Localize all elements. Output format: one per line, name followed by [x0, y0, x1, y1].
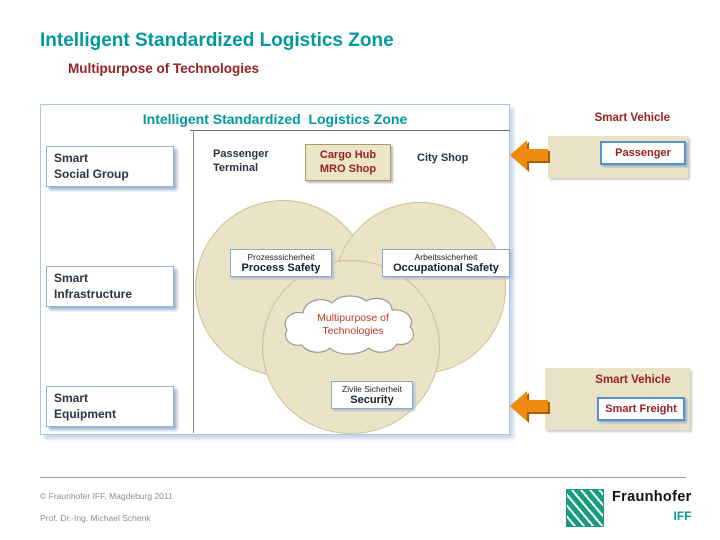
- flow-arrow-top: [510, 140, 548, 170]
- smart-infrastructure-box: Smart Infrastructure: [46, 266, 174, 308]
- logo-unit: IFF: [673, 509, 692, 523]
- fraunhofer-logo-text: Fraunhofer IFF: [612, 489, 692, 523]
- diagram-title: Intelligent Standardized Logistics Zone: [142, 111, 408, 127]
- page-subtitle: Multipurpose of Technologies: [68, 61, 259, 76]
- cloud-shape: [284, 295, 415, 355]
- footer-divider: [40, 477, 686, 478]
- safety-label-security: Zivile Sicherheit Security: [331, 381, 413, 409]
- facility-city-shop: City Shop: [417, 152, 469, 164]
- title-underline: [190, 130, 510, 131]
- left-arrow-icon: [510, 391, 548, 421]
- flow-arrow-bottom: [510, 391, 548, 421]
- facility-cargo-hub-mro-shop: Cargo Hub MRO Shop: [305, 144, 391, 181]
- author-text: Prof. Dr.-Ing. Michael Schenk: [40, 513, 151, 523]
- cloud-label: Multipurpose of Technologies: [317, 311, 389, 337]
- safety-label-process: Prozesssicherheit Process Safety: [230, 249, 332, 277]
- safety-label-en: Occupational Safety: [393, 262, 499, 274]
- safety-label-de: Prozesssicherheit: [247, 252, 315, 262]
- safety-label-de: Zivile Sicherheit: [342, 384, 402, 394]
- safety-label-en: Process Safety: [241, 262, 321, 274]
- safety-label-de: Arbeitssicherheit: [414, 252, 478, 262]
- copyright-text: © Fraunhofer IFF, Magdeburg 2011: [40, 491, 173, 501]
- logo-name: Fraunhofer: [612, 489, 692, 505]
- smart-freight-box: Smart Freight: [597, 397, 685, 421]
- smart-vehicle-label-bottom: Smart Vehicle: [595, 374, 671, 386]
- safety-label-en: Security: [350, 394, 394, 406]
- left-arrow-icon: [510, 140, 548, 170]
- smart-social-group-box: Smart Social Group: [46, 146, 174, 188]
- facility-passenger-terminal: Passenger Terminal: [213, 148, 269, 175]
- fraunhofer-logo: Fraunhofer IFF: [566, 489, 692, 527]
- column-divider: [193, 130, 194, 433]
- page-title: Intelligent Standardized Logistics Zone: [40, 30, 394, 51]
- fraunhofer-logo-icon: [566, 489, 604, 527]
- passenger-box: Passenger: [600, 141, 686, 165]
- safety-label-occupational: Arbeitssicherheit Occupational Safety: [382, 249, 510, 277]
- smart-equipment-box: Smart Equipment: [46, 386, 174, 428]
- smart-vehicle-label-top: Smart Vehicle: [594, 112, 670, 124]
